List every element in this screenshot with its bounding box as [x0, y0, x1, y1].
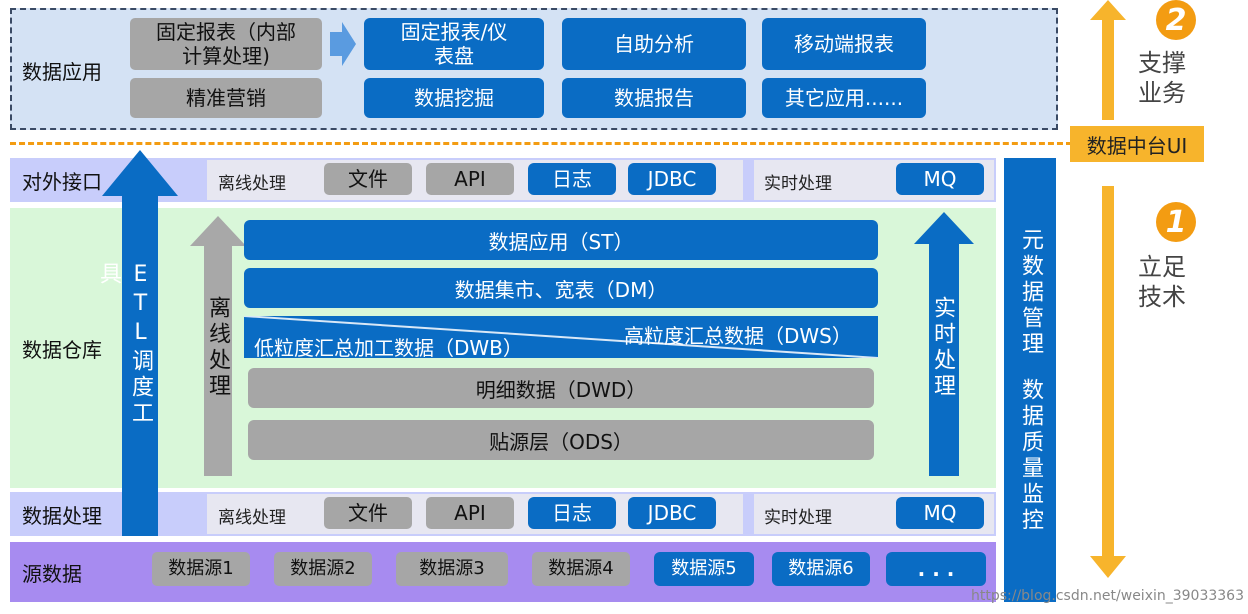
interface-realtime-label: 实时处理 — [764, 174, 832, 194]
source-2[interactable]: 数据源2 — [274, 552, 372, 586]
mobile-report-button[interactable]: 移动端报表 — [762, 18, 926, 70]
source-row-label: 源数据 — [22, 561, 82, 586]
support-business-label: 支撑业务 — [1138, 49, 1186, 107]
realtime-processing-arrow-label: 实时处理 — [930, 296, 955, 400]
precision-marketing-button[interactable]: 精准营销 — [130, 78, 322, 118]
source-3[interactable]: 数据源3 — [396, 552, 508, 586]
step-1-badge: 1 — [1156, 202, 1196, 242]
processing-api-button[interactable]: API — [426, 497, 514, 529]
orange-divider — [10, 142, 1072, 145]
layer-dm: 数据集市、宽表（DM） — [244, 268, 878, 308]
data-quality-monitoring-label: 数据质量监控 — [1018, 378, 1043, 534]
fixed-report-dashboard-button[interactable]: 固定报表/仪表盘 — [364, 18, 544, 70]
data-platform-ui-bar: 数据中台UI — [1070, 126, 1204, 162]
source-more[interactable]: . . . — [886, 552, 986, 586]
warehouse-label: 数据仓库 — [22, 337, 102, 362]
watermark: https://blog.csdn.net/weixin_39033363 — [970, 588, 1244, 604]
processing-jdbc-button[interactable]: JDBC — [628, 497, 716, 529]
processing-offline-label: 离线处理 — [218, 508, 286, 528]
etl-scheduler-arrow — [102, 150, 178, 536]
self-service-analysis-button[interactable]: 自助分析 — [562, 18, 746, 70]
top-layer-label: 数据应用 — [22, 59, 102, 84]
governance-column — [1004, 158, 1056, 602]
offline-processing-arrow-label: 离线处理 — [205, 296, 230, 400]
source-1[interactable]: 数据源1 — [152, 552, 250, 586]
source-6[interactable]: 数据源6 — [772, 552, 870, 586]
foundation-arrow — [1090, 186, 1126, 578]
layer-dwb-dws — [243, 315, 879, 359]
interface-file-button[interactable]: 文件 — [324, 163, 412, 195]
processing-row-label: 数据处理 — [22, 503, 102, 528]
interface-jdbc-button[interactable]: JDBC — [628, 163, 716, 195]
processing-file-button[interactable]: 文件 — [324, 497, 412, 529]
layer-ods: 贴源层（ODS） — [248, 420, 874, 460]
interface-log-button[interactable]: 日志 — [528, 163, 616, 195]
step-2-badge: 2 — [1156, 0, 1196, 40]
layer-dwd: 明细数据（DWD） — [248, 368, 874, 408]
processing-log-button[interactable]: 日志 — [528, 497, 616, 529]
other-apps-button[interactable]: 其它应用...... — [762, 78, 926, 118]
interface-offline-label: 离线处理 — [218, 174, 286, 194]
processing-mq-button[interactable]: MQ — [896, 497, 984, 529]
support-arrow — [1090, 0, 1126, 120]
realtime-processing-arrow — [914, 212, 974, 476]
metadata-management-label: 元数据管理 — [1018, 228, 1043, 358]
layer-dwb-label: 低粒度汇总加工数据（DWB） — [254, 336, 523, 360]
source-5[interactable]: 数据源5 — [654, 552, 754, 586]
processing-realtime-label: 实时处理 — [764, 508, 832, 528]
interface-row-label: 对外接口 — [22, 169, 102, 194]
interface-mq-button[interactable]: MQ — [896, 163, 984, 195]
fixed-report-internal-button[interactable]: 固定报表（内部计算处理) — [130, 18, 322, 70]
offline-processing-arrow — [190, 216, 246, 476]
technology-foundation-label: 立足技术 — [1138, 253, 1186, 311]
layer-dws-label: 高粒度汇总数据（DWS） — [624, 324, 852, 348]
chevron-right-icon — [330, 22, 356, 66]
interface-api-button[interactable]: API — [426, 163, 514, 195]
layer-st: 数据应用（ST） — [244, 220, 878, 260]
data-mining-button[interactable]: 数据挖掘 — [364, 78, 544, 118]
source-4[interactable]: 数据源4 — [532, 552, 630, 586]
etl-scheduler-arrow-label: ETL调度工具 — [96, 262, 153, 427]
data-report-button[interactable]: 数据报告 — [562, 78, 746, 118]
